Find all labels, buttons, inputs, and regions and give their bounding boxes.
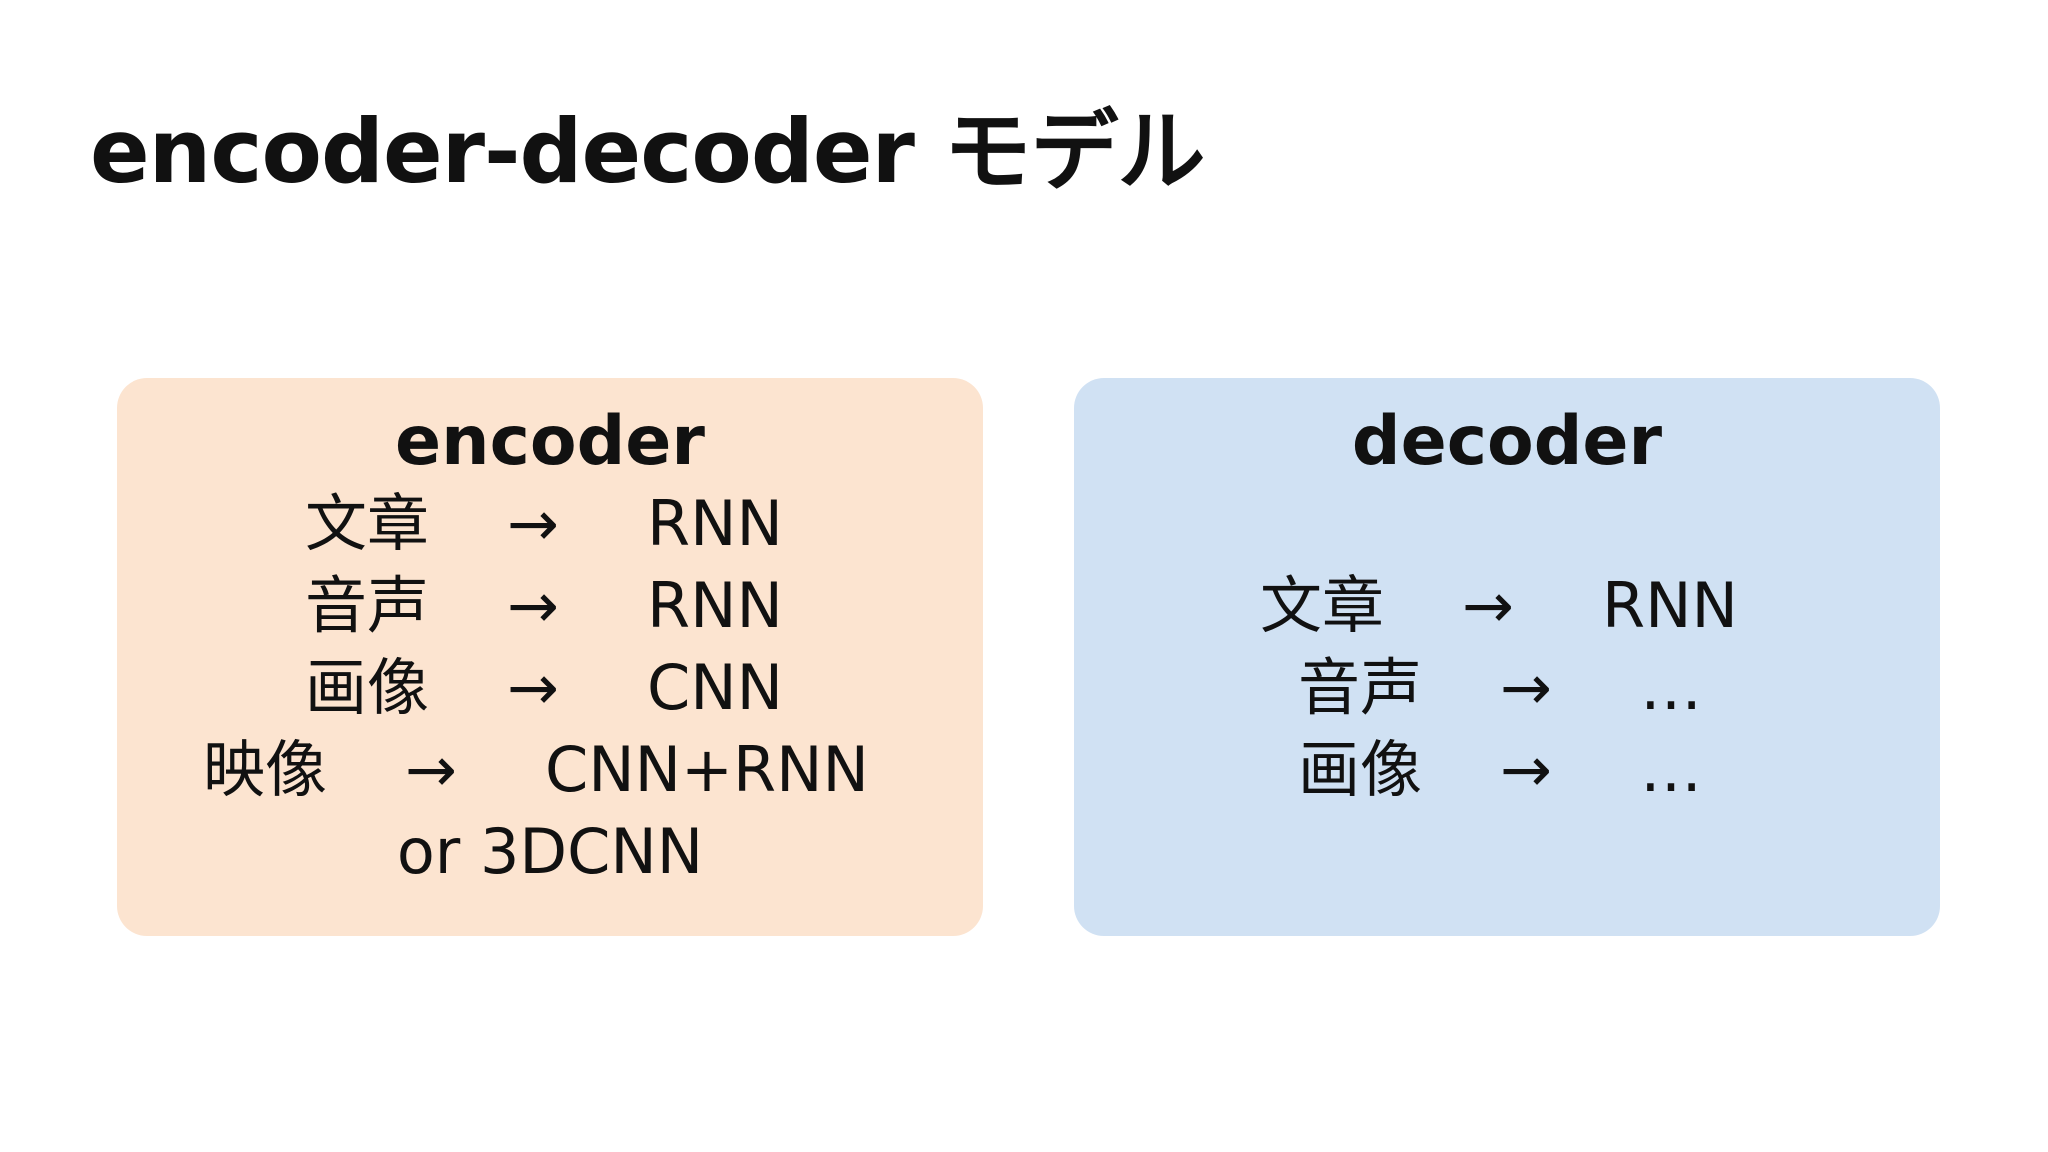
arrow-icon: → — [1462, 569, 1514, 642]
decoder-row-model: RNN — [1602, 569, 1738, 642]
arrow-icon: → — [507, 569, 559, 642]
encoder-row-input: 映像 — [203, 733, 328, 806]
encoder-row-model: RNN — [647, 487, 783, 560]
encoder-panel: encoder 文章 → RNN 音声 → RNN 画像 → CNN 映像 → … — [117, 378, 983, 936]
encoder-heading: encoder — [395, 402, 705, 481]
arrow-icon: → — [405, 733, 457, 806]
decoder-row-model: … — [1640, 651, 1702, 724]
encoder-row-text: 文章 → RNN — [117, 484, 983, 564]
encoder-row-video: 映像 → CNN+RNN — [117, 730, 983, 810]
encoder-row-input: 音声 — [305, 569, 430, 642]
arrow-icon: → — [1500, 733, 1552, 806]
encoder-row-image: 画像 → CNN — [117, 648, 983, 728]
encoder-row-model: RNN — [647, 569, 783, 642]
decoder-row-input: 画像 — [1298, 733, 1423, 806]
arrow-icon: → — [507, 487, 559, 560]
arrow-icon: → — [1500, 651, 1552, 724]
decoder-row-image: 画像 → … — [1074, 730, 1940, 810]
encoder-alternative: or 3DCNN — [396, 815, 704, 888]
decoder-row-input: 文章 — [1260, 569, 1385, 642]
decoder-heading: decoder — [1351, 402, 1663, 481]
encoder-row-input: 文章 — [305, 487, 430, 560]
slide-title: encoder-decoder モデル — [90, 100, 1206, 203]
arrow-icon: → — [507, 651, 559, 724]
decoder-row-audio: 音声 → … — [1074, 648, 1940, 728]
decoder-row-input: 音声 — [1298, 651, 1423, 724]
encoder-row-model: CNN+RNN — [545, 733, 869, 806]
decoder-row-model: … — [1640, 733, 1702, 806]
encoder-row-input: 画像 — [305, 651, 430, 724]
decoder-row-text: 文章 → RNN — [1074, 566, 1940, 646]
decoder-panel: decoder 文章 → RNN 音声 → … 画像 → … — [1074, 378, 1940, 936]
encoder-row-audio: 音声 → RNN — [117, 566, 983, 646]
encoder-row-model: CNN — [647, 651, 784, 724]
